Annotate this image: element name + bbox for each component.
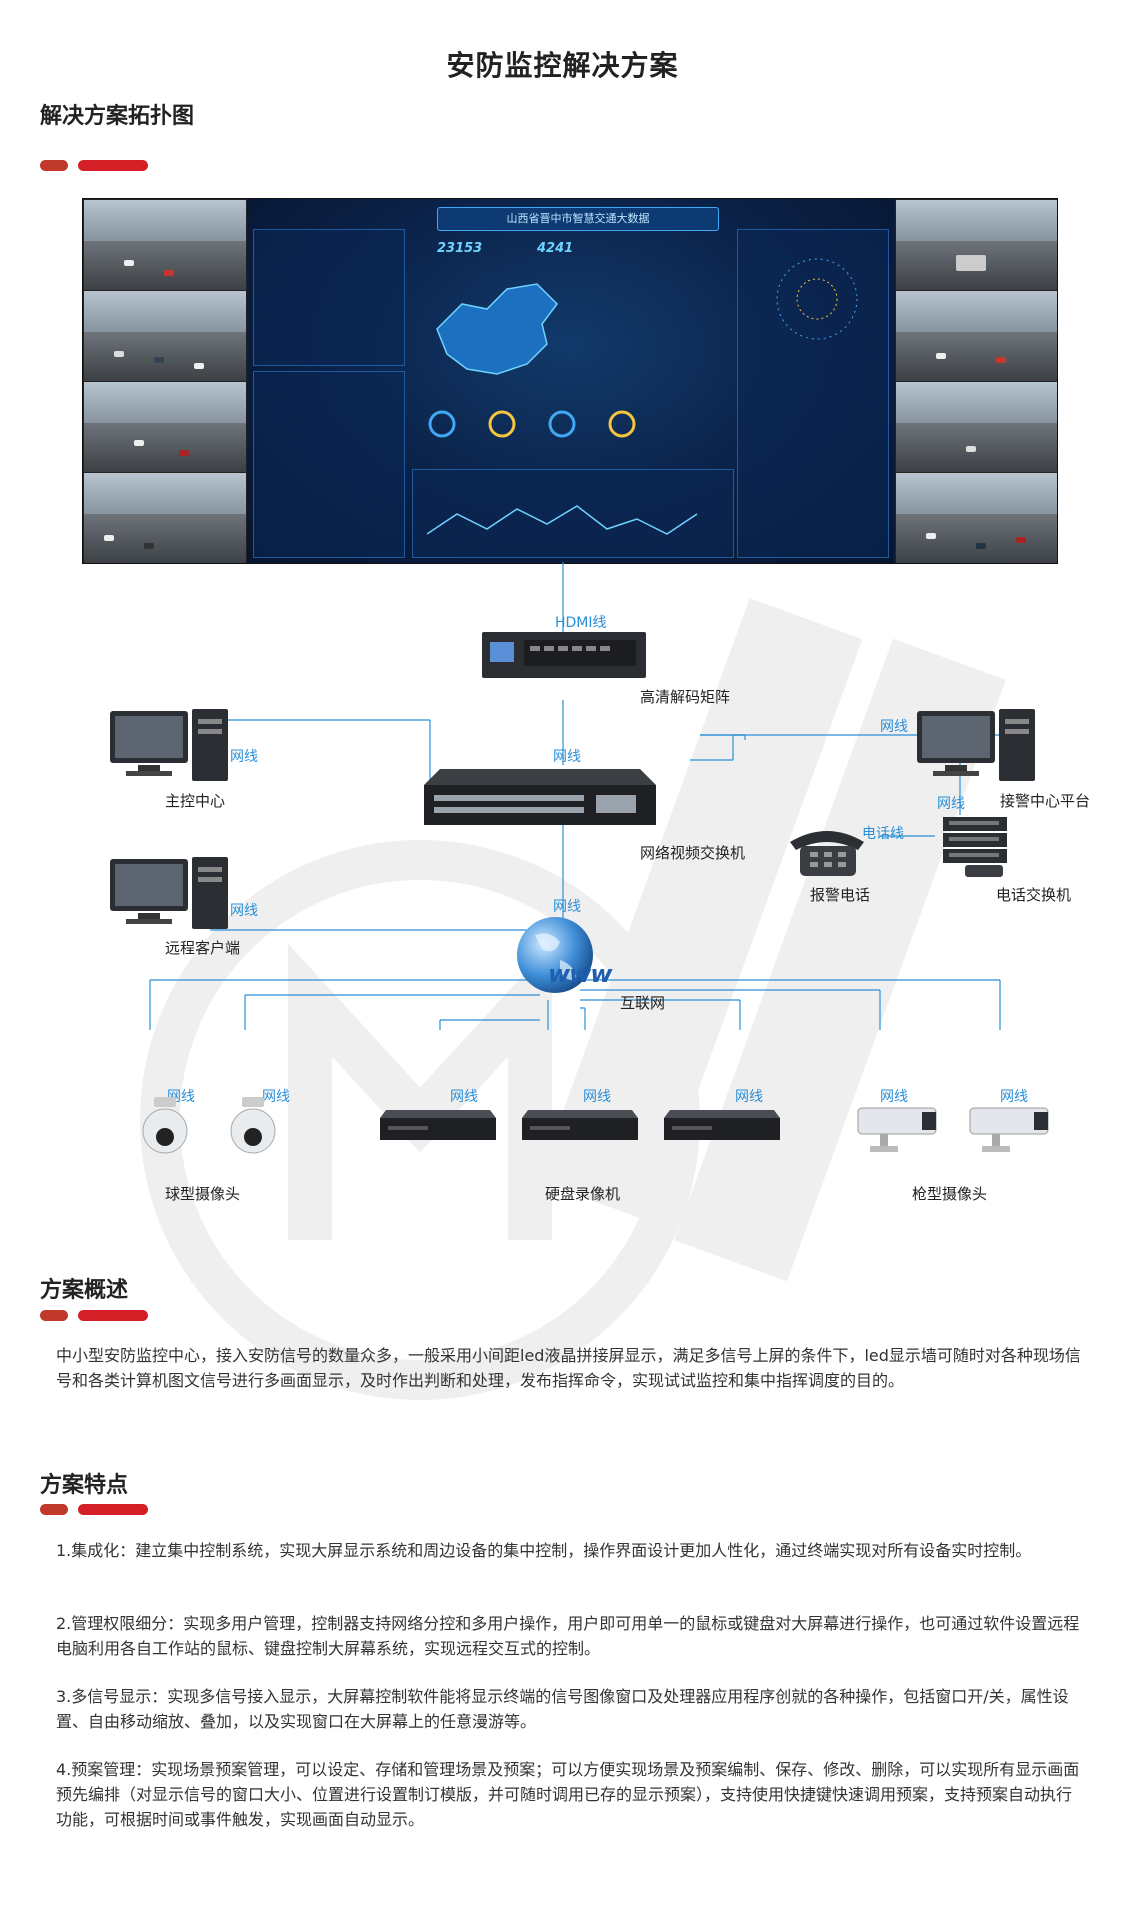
dashboard-panel	[737, 229, 889, 558]
www-logo: www	[548, 960, 613, 988]
alarm-platform-computer-icon	[917, 709, 1035, 781]
dashboard-panel	[412, 469, 734, 558]
remote-client-computer-icon	[110, 857, 228, 929]
camera-feed	[895, 199, 1057, 291]
section-title-topology: 解决方案拓扑图	[40, 104, 195, 129]
wire-label-network: 网线	[450, 1089, 478, 1105]
camera-feed	[895, 290, 1057, 382]
section-title-features: 方案特点	[40, 1473, 129, 1498]
globe-icon	[517, 917, 593, 993]
wire-label-network: 网线	[880, 719, 908, 735]
alarm-phone-label: 报警电话	[810, 886, 871, 904]
internet-label: 互联网	[620, 994, 666, 1012]
dome-camera-icon	[230, 1097, 276, 1154]
camera-feed	[83, 290, 247, 382]
main-control-computer-icon	[110, 709, 228, 781]
page-title: 安防监控解决方案	[446, 49, 679, 82]
switch-label: 网络视频交换机	[640, 844, 746, 862]
telephone-icon	[790, 831, 864, 876]
video-wall: 山西省晋中市智慧交通大数据 23153 4241	[82, 198, 1058, 564]
decoder-matrix-icon	[482, 632, 646, 678]
camera-feed	[83, 381, 247, 473]
pbx-label: 电话交换机	[996, 886, 1072, 904]
wire-label-network: 网线	[880, 1089, 908, 1105]
dashboard-panel	[253, 371, 405, 558]
section-title-overview: 方案概述	[40, 1278, 129, 1303]
remote-client-label: 远程客户端	[165, 939, 241, 957]
wire-label-network: 网线	[230, 749, 258, 765]
wire-label-hdmi: HDMI线	[555, 615, 607, 631]
nvr-icon	[664, 1110, 780, 1140]
traffic-dashboard: 山西省晋中市智慧交通大数据 23153 4241	[247, 199, 893, 563]
dashboard-title: 山西省晋中市智慧交通大数据	[437, 207, 719, 231]
radial-chart	[776, 258, 858, 340]
wire-label-network: 网线	[583, 1089, 611, 1105]
feature-item: 1.集成化：建立集中控制系统，实现大屏显示系统和周边设备的集中控制，操作界面设计…	[56, 1541, 1032, 1560]
dome-camera-label: 球型摄像头	[165, 1185, 241, 1203]
wire-label-network: 网线	[735, 1089, 763, 1105]
feature-item: 3.多信号显示：实现多信号接入显示，大屏幕控制软件能将显示终端的信号图像窗口及处…	[56, 1687, 1069, 1731]
main-control-label: 主控中心	[165, 792, 226, 810]
nvr-label: 硬盘录像机	[545, 1185, 621, 1203]
dashboard-stat: 4241	[537, 241, 574, 256]
wire-label-network: 网线	[230, 903, 258, 919]
wire-label-network: 网线	[553, 899, 581, 915]
camera-feed	[83, 199, 247, 291]
wire-label-network: 网线	[937, 796, 965, 812]
dashboard-stat: 23153	[437, 241, 483, 256]
feature-item: 2.管理权限细分：实现多用户管理，控制器支持网络分控和多用户操作，用户即可用单一…	[56, 1614, 1080, 1658]
network-switch-icon	[424, 769, 656, 825]
dome-camera-icon	[142, 1097, 188, 1154]
overview-text: 中小型安防监控中心，接入安防信号的数量众多，一般采用小间距led液晶拼接屏显示，…	[56, 1346, 1081, 1390]
nvr-icon	[522, 1110, 638, 1140]
trend-line	[427, 505, 698, 535]
camera-feed	[895, 472, 1057, 563]
wire-label-network: 网线	[262, 1089, 290, 1105]
ring-gauges	[428, 410, 636, 438]
camera-feed	[83, 472, 247, 563]
topology-wires	[149, 562, 1015, 1030]
alarm-platform-label: 接警中心平台	[1000, 792, 1091, 810]
wire-label-network: 网线	[1000, 1089, 1028, 1105]
china-map	[436, 283, 558, 375]
bullet-camera-icon	[857, 1107, 937, 1152]
bullet-camera-label: 枪型摄像头	[912, 1185, 988, 1203]
nvr-icon	[380, 1110, 496, 1140]
wire-label-phone: 电话线	[862, 826, 904, 842]
bullet-camera-icon	[969, 1107, 1049, 1152]
wire-label-network: 网线	[553, 749, 581, 765]
feature-item: 4.预案管理：实现场景预案管理，可以设定、存储和管理场景及预案；可以方便实现场景…	[56, 1760, 1080, 1829]
camera-feed	[895, 381, 1057, 473]
decoder-label: 高清解码矩阵	[640, 688, 731, 706]
dashboard-panel	[253, 229, 405, 366]
pbx-icon	[943, 817, 1007, 877]
